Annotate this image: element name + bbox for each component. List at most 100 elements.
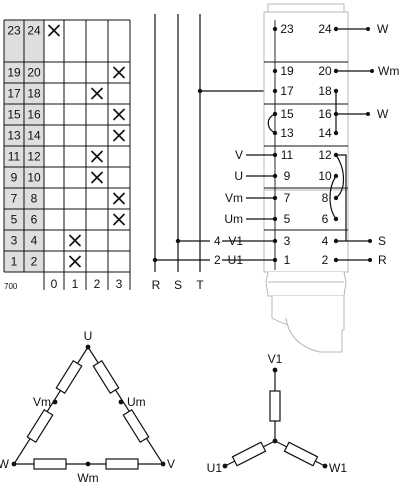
table-terminal-a: 17 [7, 87, 21, 101]
supply-label-R: R [152, 278, 161, 292]
switch-housing [263, 3, 349, 353]
switch-terminal-right: 14 [318, 126, 332, 140]
table-terminal-b: 8 [31, 192, 38, 206]
contact-closed-mark [112, 66, 126, 79]
star-label-W1: W1 [329, 461, 347, 475]
contact-closed-mark [112, 192, 126, 205]
position-label-0: 0 [51, 277, 58, 291]
lead-label-Vm: Vm [225, 191, 243, 205]
table-code-label: 700 [4, 282, 18, 291]
switch-terminal-right: 18 [318, 84, 332, 98]
lead-label-W: W [377, 107, 389, 121]
contact-closed-mark [90, 150, 104, 163]
table-terminal-b: 2 [31, 255, 38, 269]
star-label-V1: V1 [268, 352, 283, 366]
switch-terminal-right: 24 [318, 22, 332, 36]
delta-label-Um: Um [127, 395, 146, 409]
table-terminal-a: 13 [7, 129, 21, 143]
position-label-1: 1 [72, 277, 79, 291]
star-connection: V1 U1 W1 [207, 352, 348, 475]
table-terminal-a: 19 [7, 66, 21, 80]
lead-label-Um: Um [224, 212, 243, 226]
contact-closed-mark [90, 87, 104, 100]
resistor-delta-left-lower [26, 408, 54, 444]
resistor-delta-right-lower [122, 408, 150, 444]
supply-label-T: T [196, 278, 204, 292]
contact-closed-mark [68, 255, 82, 268]
switch-terminal-left: 19 [280, 64, 294, 78]
resistor-delta-right-upper [92, 359, 120, 395]
lead-label-U1: U1 [228, 253, 244, 267]
table-terminal-a: 5 [11, 213, 18, 227]
switch-terminal-right: 10 [318, 169, 332, 183]
lead-label-V1: V1 [228, 234, 243, 248]
table-terminal-b: 16 [27, 108, 41, 122]
contact-closed-mark [90, 171, 104, 184]
tap-label-2: 2 [214, 253, 221, 267]
switch-terminal-right: 2 [322, 253, 329, 267]
switch-terminal-right: 8 [322, 191, 329, 205]
contact-closed-mark [112, 129, 126, 142]
position-label-2: 2 [94, 277, 101, 291]
delta-label-W: W [0, 457, 10, 471]
switch-terminal-left: 1 [284, 253, 291, 267]
table-terminal-a: 23 [7, 24, 21, 38]
switch-terminal-left: 15 [280, 107, 294, 121]
contact-closed-mark [112, 108, 126, 121]
jumper-15-13 [267, 113, 276, 134]
switch-terminal-left: 11 [281, 148, 294, 162]
table-terminal-b: 18 [27, 87, 41, 101]
jumper-10-6 [329, 175, 337, 220]
contact-closed-mark [112, 213, 126, 226]
lead-label-S: S [378, 234, 386, 248]
resistor-star-left [231, 441, 267, 467]
supply-lines: 4 2 R S T [152, 14, 275, 292]
table-terminal-a: 15 [7, 108, 21, 122]
lead-label-W-top: W [377, 22, 389, 36]
delta-connection: U W V Vm Um Wm [0, 329, 175, 485]
jumper-12-8 [335, 154, 345, 199]
contact-closed-mark [68, 234, 82, 247]
resistor-delta-left-upper [55, 359, 83, 395]
table-grid [3, 19, 131, 290]
lead-label-R: R [378, 253, 387, 267]
delta-label-Wm: Wm [77, 471, 98, 485]
star-label-U1: U1 [207, 461, 223, 475]
resistor-delta-bottom-left [33, 458, 67, 470]
table-terminal-b: 20 [27, 66, 41, 80]
table-terminal-b: 24 [27, 24, 41, 38]
contact-closed-mark [47, 24, 61, 37]
switch-terminal-left: 13 [280, 126, 294, 140]
delta-label-V: V [167, 457, 175, 471]
table-terminal-b: 6 [31, 213, 38, 227]
table-terminal-a: 1 [11, 255, 18, 269]
switch-terminal-left: 3 [284, 234, 291, 248]
lead-label-U: U [234, 169, 243, 183]
switch-terminal-left: 23 [280, 22, 294, 36]
table-terminal-a: 11 [8, 150, 21, 164]
lead-label-Wm: Wm [378, 64, 399, 78]
table-terminal-a: 7 [11, 192, 18, 206]
resistor-star-top [269, 390, 281, 422]
delta-label-Vm: Vm [33, 395, 51, 409]
table-terminal-a: 9 [11, 171, 18, 185]
position-label-3: 3 [116, 277, 123, 291]
table-terminal-b: 4 [31, 234, 38, 248]
delta-label-U: U [84, 329, 93, 343]
switch-terminal-right: 16 [318, 107, 332, 121]
supply-label-S: S [174, 278, 182, 292]
switch-terminal-left: 5 [284, 212, 291, 226]
tap-label-4: 4 [214, 234, 221, 248]
resistor-delta-bottom-right [105, 458, 139, 470]
table-terminal-b: 10 [27, 171, 41, 185]
jumper-12-4 [336, 154, 347, 242]
table-terminal-b: 12 [27, 150, 41, 164]
switch-terminal-left: 7 [284, 191, 291, 205]
switch-terminal-left: 9 [284, 169, 291, 183]
switch-terminal-left: 17 [280, 84, 294, 98]
switch-terminal-right: 4 [322, 234, 329, 248]
table-terminal-a: 3 [11, 234, 18, 248]
